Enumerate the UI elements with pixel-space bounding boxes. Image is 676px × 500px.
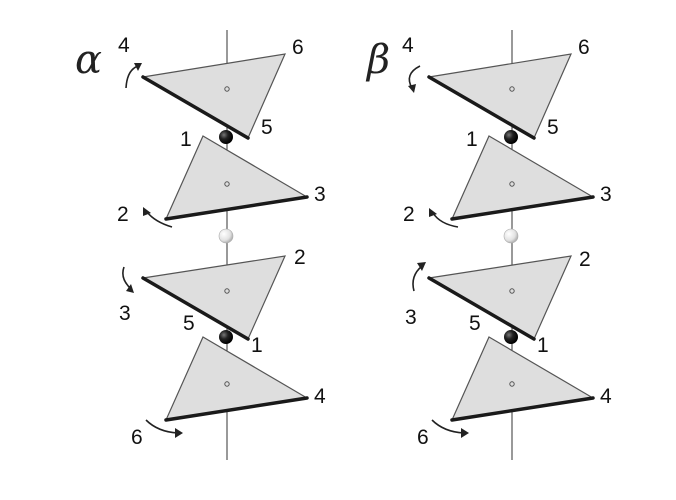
rotation-arrow-icon <box>122 266 134 293</box>
triangle-3: 3 2 1 <box>405 248 591 357</box>
dark-atom <box>219 330 233 344</box>
panel-alpha: α 4 6 5 1 2 3 <box>75 30 326 460</box>
rotation-arrow-icon <box>412 262 426 292</box>
triangle-2: 1 2 3 <box>117 128 326 228</box>
triangle-2: 1 2 3 <box>403 128 612 228</box>
vertex-label: 4 <box>402 34 414 57</box>
rotation-arrow-icon <box>408 65 421 93</box>
vertex-label: 3 <box>314 183 326 206</box>
vertex-label: 4 <box>314 385 326 408</box>
vertex-label: 5 <box>547 116 559 139</box>
vertex-label: 2 <box>403 203 415 226</box>
vertex-label: 6 <box>417 426 429 449</box>
triangle-4: 5 6 4 <box>417 312 612 449</box>
vertex-label: 1 <box>180 128 192 151</box>
rotation-arrow-icon <box>125 63 142 89</box>
vertex-label: 2 <box>294 246 306 269</box>
vertex-label: 3 <box>119 302 131 325</box>
vertex-label: 6 <box>578 36 590 59</box>
vertex-label: 4 <box>118 34 130 57</box>
vertex-label: 1 <box>466 128 478 151</box>
vertex-label: 1 <box>251 334 263 357</box>
triangle-1: α 4 6 5 <box>75 34 304 140</box>
triangle-3: 3 2 1 <box>119 246 306 357</box>
triangle-4: 5 6 4 <box>131 312 326 449</box>
vertex-label: 1 <box>537 334 549 357</box>
vertex-label: 5 <box>469 312 481 335</box>
vertex-label: 2 <box>117 203 129 226</box>
vertex-label: 3 <box>600 183 612 206</box>
light-atom <box>503 228 519 244</box>
vertex-label: 5 <box>261 116 273 139</box>
vertex-label: 2 <box>579 248 591 271</box>
panel-beta: β 4 6 5 1 2 3 <box>365 30 612 460</box>
dark-atom <box>504 130 518 144</box>
rotation-arrow-icon <box>429 208 459 228</box>
light-atom <box>218 228 234 244</box>
triangle-1: β 4 6 5 <box>365 34 590 140</box>
beta-label: β <box>365 37 390 83</box>
vertex-label: 6 <box>292 36 304 59</box>
vertex-label: 3 <box>405 306 417 329</box>
alpha-label: α <box>75 37 102 83</box>
vertex-label: 4 <box>600 385 612 408</box>
vertex-label: 6 <box>131 426 143 449</box>
rotation-arrow-icon <box>431 419 469 438</box>
rotation-arrow-icon <box>143 207 173 228</box>
rotation-arrow-icon <box>145 419 183 438</box>
vertex-label: 5 <box>183 312 195 335</box>
dark-atom <box>219 130 233 144</box>
dark-atom <box>504 330 518 344</box>
